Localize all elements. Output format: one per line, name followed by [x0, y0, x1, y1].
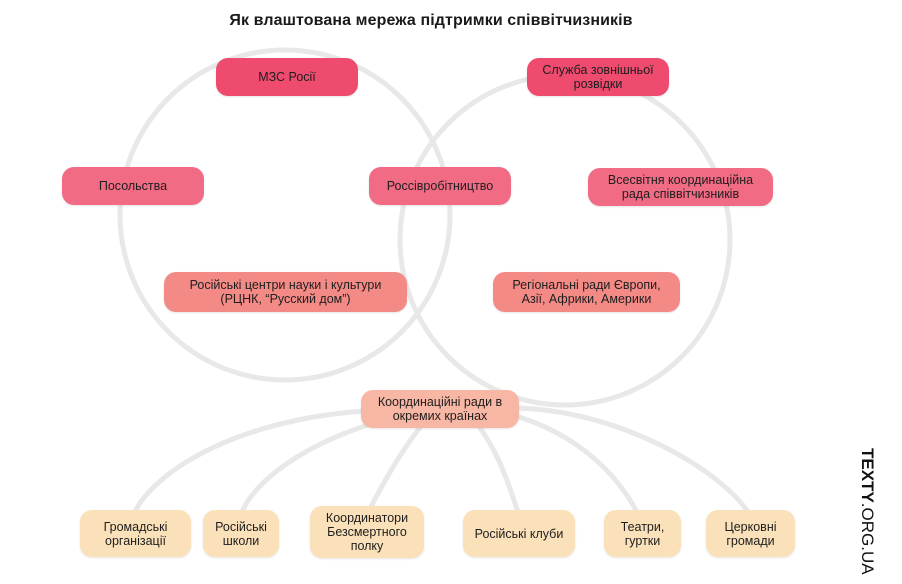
- node-country-councils-label: Координаційні ради в окремих країнах: [377, 395, 503, 423]
- texty-logo-domain: .ORG.UA: [858, 502, 877, 575]
- node-theaters: Театри, гуртки: [604, 510, 681, 557]
- node-churches-label: Церковні громади: [724, 519, 777, 548]
- node-world-council: Всесвітня координаційна рада співвітчизн…: [588, 168, 773, 206]
- node-immortal-coordinators: Координатори Безсмертного полку: [310, 506, 424, 558]
- node-regional-councils-label: Регіональні ради Європи, Азії, Африки, А…: [512, 278, 661, 306]
- branch-public-orgs: [129, 407, 403, 521]
- branch-immortal: [365, 412, 433, 515]
- node-rossotrudnichestvo-label: Россівробітництво: [386, 179, 494, 193]
- node-clubs-label: Російські клуби: [474, 526, 564, 541]
- node-schools: Російські школи: [203, 510, 279, 557]
- diagram-title: Як влаштована мережа підтримки співвітчи…: [229, 12, 633, 29]
- node-schools-label: Російські школи: [215, 519, 267, 548]
- left-arc: [117, 47, 453, 383]
- node-mfa: МЗС Росії: [216, 58, 358, 96]
- node-immortal-coordinators-label: Координатори Безсмертного полку: [325, 511, 409, 553]
- node-churches: Церковні громади: [706, 510, 795, 557]
- node-science-centers-label: Російські центри науки і культури (РЦНК,…: [189, 278, 382, 306]
- node-mfa-label: МЗС Росії: [258, 70, 316, 84]
- node-embassies-label: Посольства: [98, 179, 168, 193]
- node-country-councils: Координаційні ради в окремих країнах: [361, 390, 519, 428]
- node-clubs: Російські клуби: [463, 510, 575, 557]
- node-rossotrudnichestvo: Россівробітництво: [369, 167, 511, 205]
- texty-logo-bold: TEXTY: [858, 448, 877, 503]
- node-theaters-label: Театри, гуртки: [620, 519, 665, 548]
- node-science-centers: Російські центри науки і культури (РЦНК,…: [164, 272, 407, 312]
- branch-churches: [512, 405, 751, 515]
- texty-logo: TEXTY.ORG.UA: [857, 448, 877, 575]
- branch-theaters: [497, 409, 640, 515]
- node-foreign-intelligence: Служба зовнішньої розвідки: [527, 58, 669, 96]
- node-public-orgs-label: Громадські організації: [103, 519, 168, 548]
- node-world-council-label: Всесвітня координаційна рада співвітчизн…: [607, 173, 754, 201]
- node-embassies: Посольства: [62, 167, 204, 205]
- node-public-orgs: Громадські організації: [80, 510, 191, 557]
- branch-clubs: [467, 412, 521, 515]
- node-regional-councils: Регіональні ради Європи, Азії, Африки, А…: [493, 272, 680, 312]
- node-foreign-intelligence-label: Служба зовнішньої розвідки: [542, 63, 654, 91]
